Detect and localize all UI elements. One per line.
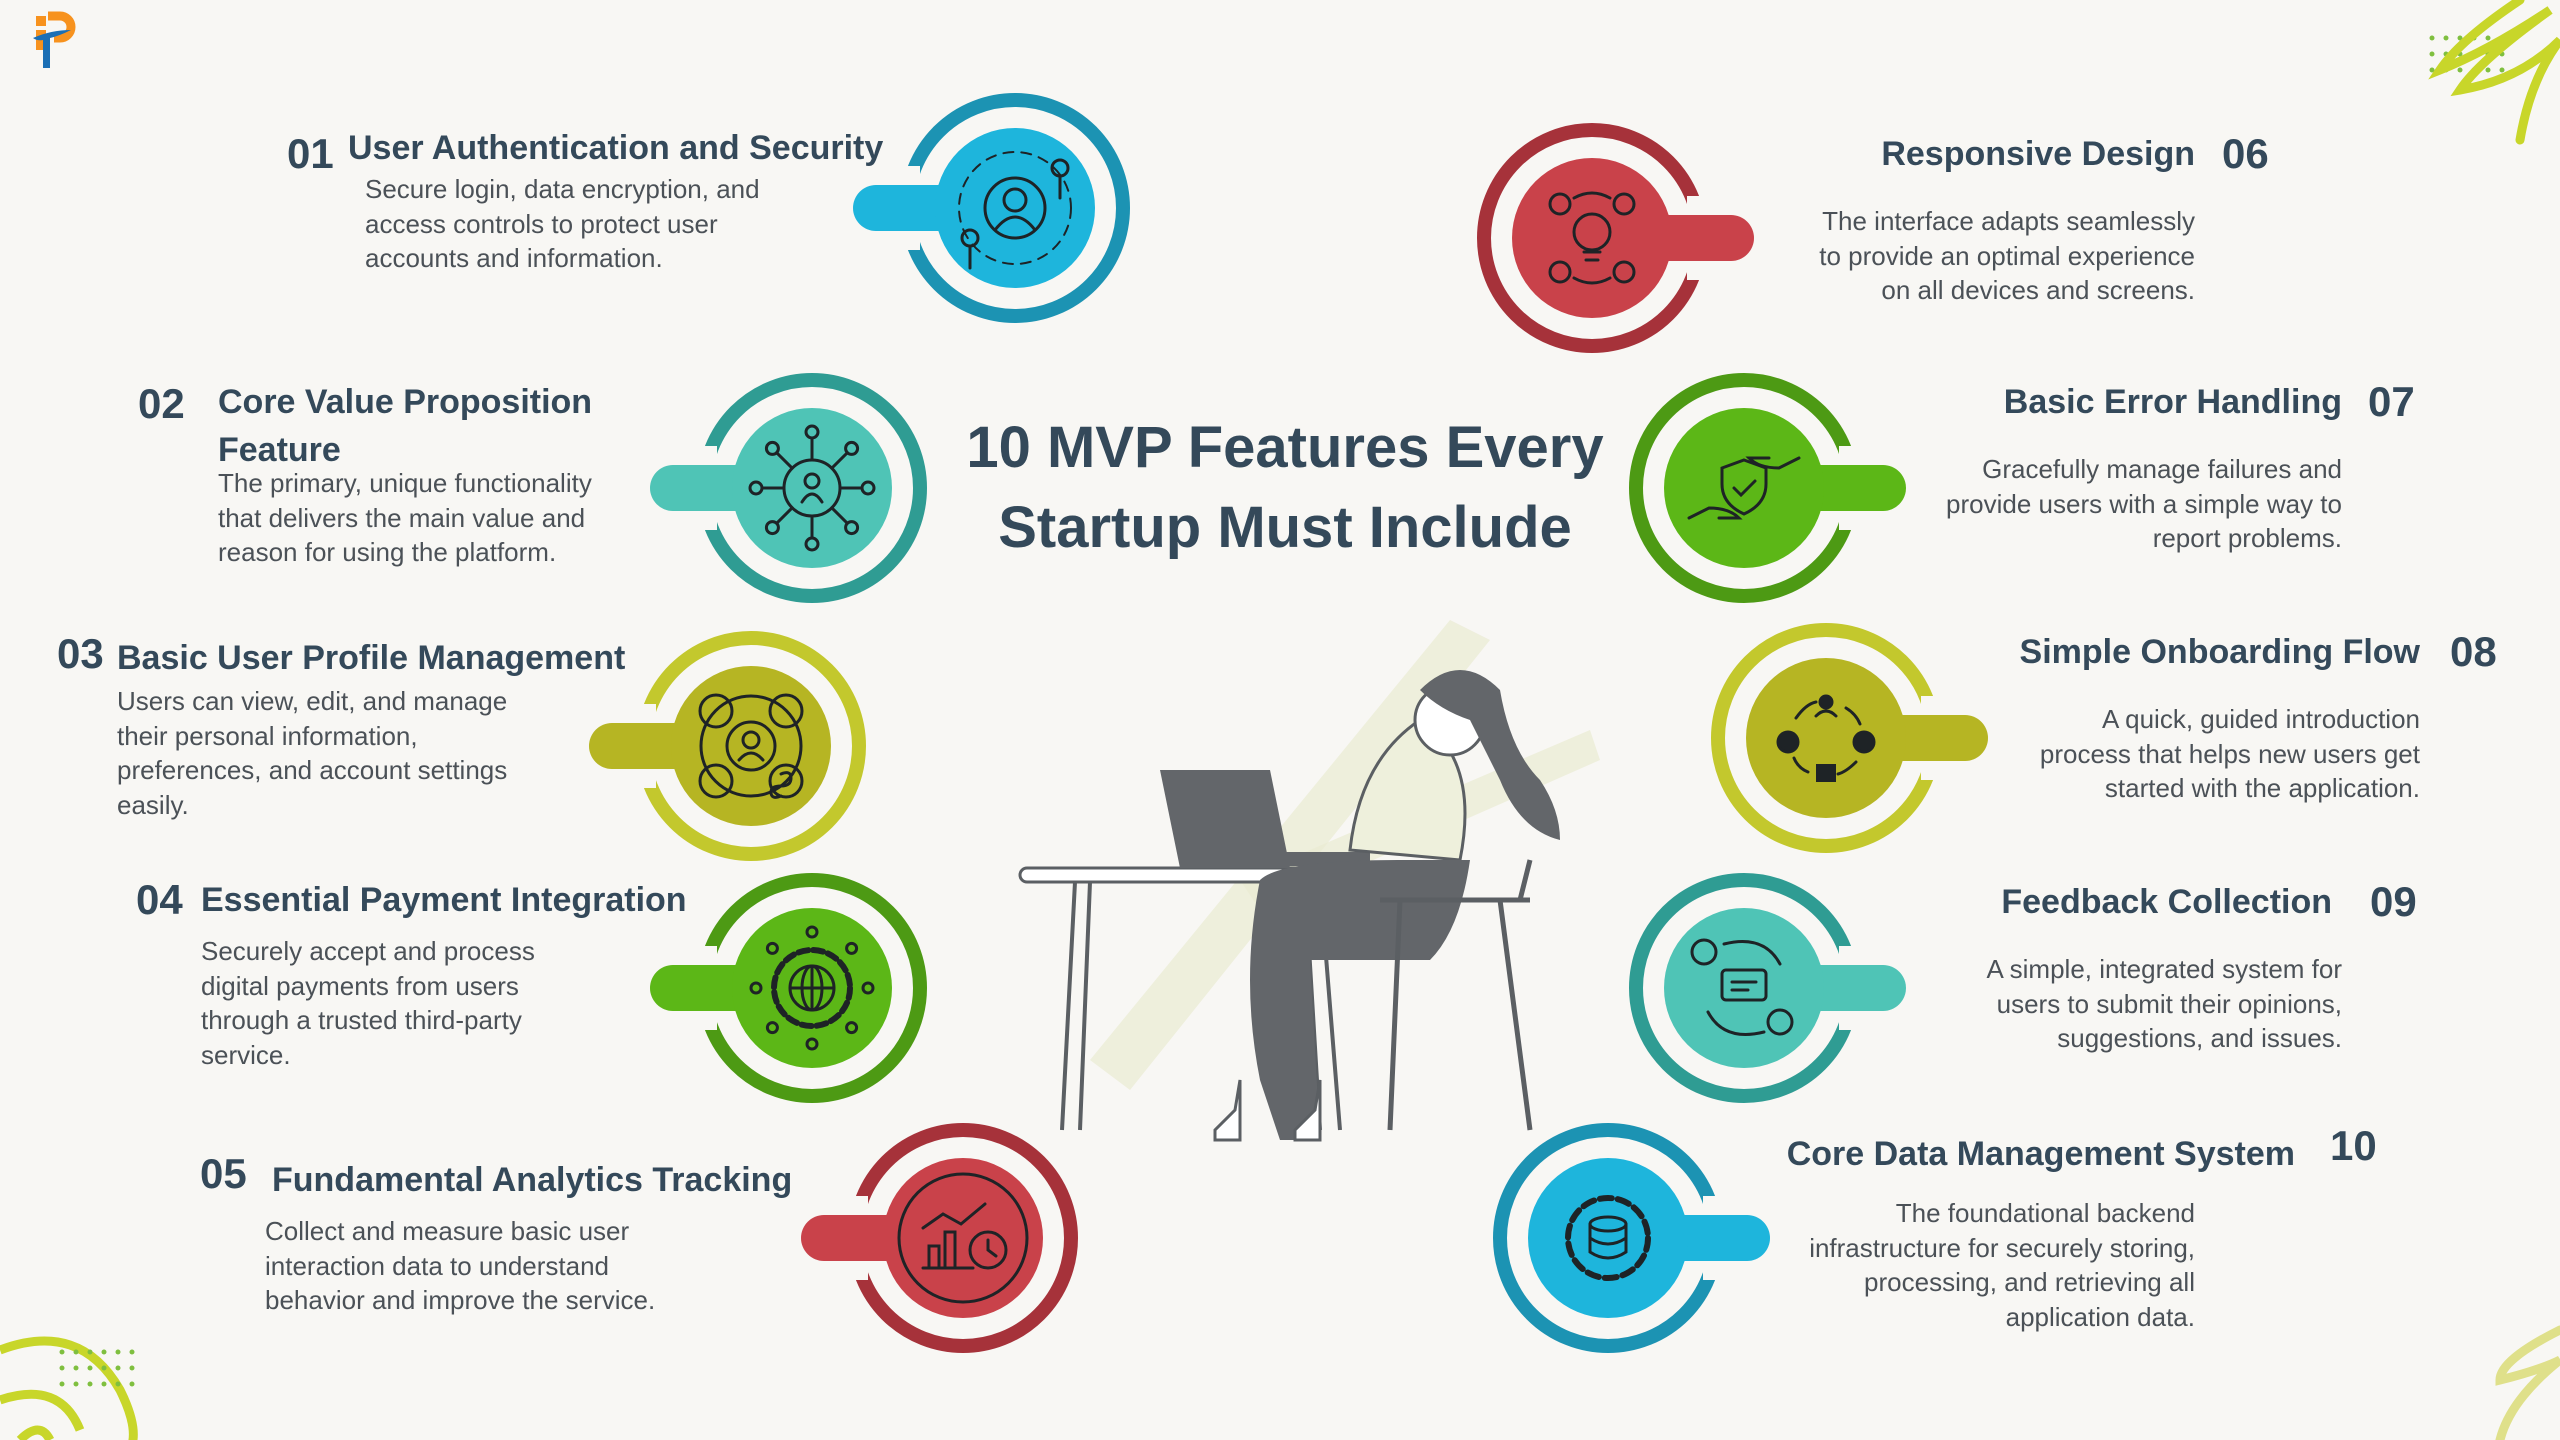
feature-number: 04	[136, 876, 183, 923]
description-line: The primary, unique functionality	[218, 468, 592, 498]
feature-description: Secure login, data encryption, and access…	[365, 172, 760, 276]
feature-title: Core Data Management System	[1786, 1135, 2295, 1173]
feature-number: 01	[287, 130, 334, 177]
feature-circle-05	[801, 1123, 1078, 1353]
shield-hands-icon	[1687, 456, 1801, 520]
description-line: processing, and retrieving all	[1864, 1267, 2195, 1297]
logo	[33, 11, 76, 68]
onboarding-cycle-icon	[1776, 694, 1876, 782]
description-line: preferences, and account settings	[117, 755, 508, 785]
feature-circle-04	[650, 873, 927, 1103]
feature-title: Simple Onboarding Flow	[2019, 633, 2420, 671]
database-gear-icon	[1565, 1195, 1651, 1281]
feature-circle-09	[1629, 873, 1906, 1103]
feature-number: 09	[2370, 878, 2417, 925]
description-line: on all devices and screens.	[1881, 275, 2195, 305]
feature-number: 08	[2450, 628, 2497, 675]
feature-title: Responsive Design	[1881, 135, 2195, 173]
main-title-line-1: 10 MVP Features Every	[966, 415, 1604, 480]
feature-description: Gracefully manage failures and provide us…	[1946, 452, 2342, 556]
feature-number: 03	[57, 630, 104, 677]
description-line: report problems.	[2152, 523, 2342, 553]
profile-settings-icon	[698, 693, 804, 799]
description-line: service.	[201, 1039, 291, 1070]
user-keys-icon	[958, 151, 1072, 270]
description-line: A simple, integrated system for	[1986, 954, 2342, 984]
feature-title: Fundamental Analytics Tracking	[272, 1161, 793, 1199]
feature-title: User Authentication and Security	[348, 129, 884, 167]
description-line: reason for using the platform.	[218, 537, 557, 567]
description-line: digital payments from users	[201, 970, 519, 1001]
feature-circle-03	[589, 631, 866, 861]
feature-circle-08	[1711, 623, 1988, 853]
decor-top-right	[2428, 0, 2560, 145]
description-line: accounts and information.	[365, 243, 663, 273]
feature-title: Basic User Profile Management	[117, 639, 626, 677]
feature-title: Feedback Collection	[2001, 883, 2332, 921]
description-line: started with the application.	[2104, 773, 2420, 803]
description-line: easily.	[117, 789, 189, 820]
description-line: Securely accept and process	[201, 936, 535, 966]
feature-number: 06	[2222, 130, 2269, 177]
feature-description: The foundational backend infrastructure f…	[1809, 1196, 2195, 1334]
feature-number: 02	[138, 380, 185, 427]
description-line: Collect and measure basic user	[265, 1216, 630, 1246]
feature-description: Securely accept and process digital payme…	[201, 934, 535, 1072]
description-line: suggestions, and issues.	[2057, 1023, 2342, 1053]
feature-description: Collect and measure basic user interactio…	[265, 1214, 655, 1318]
description-line: application data.	[2005, 1301, 2195, 1332]
main-title: 10 MVP Features Every Startup Must Inclu…	[900, 408, 1670, 568]
description-line: users to submit their opinions,	[1996, 988, 2342, 1019]
description-line: access controls to protect user	[365, 208, 718, 239]
feature-circle-02	[650, 373, 927, 603]
description-line: interaction data to understand	[265, 1250, 610, 1281]
description-line: behavior and improve the service.	[265, 1285, 656, 1315]
description-line: process that helps new users get	[2039, 738, 2420, 769]
feature-circle-06	[1477, 123, 1754, 353]
user-network-icon	[748, 424, 876, 552]
feature-description: The primary, unique functionality that de…	[218, 466, 592, 570]
description-line: Users can view, edit, and manage	[117, 686, 508, 716]
description-line: A quick, guided introduction	[2102, 704, 2420, 734]
description-line: Secure login, data encryption, and	[365, 174, 760, 204]
description-line: The interface adapts seamlessly	[1822, 206, 2195, 236]
main-title-line-2: Startup Must Include	[998, 495, 1572, 560]
description-line: Gracefully manage failures and	[1982, 454, 2342, 484]
globe-gear-icon	[749, 925, 875, 1051]
description-line: to provide an optimal experience	[1819, 240, 2195, 271]
description-line: through a trusted third-party	[201, 1005, 522, 1035]
feature-description: Users can view, edit, and manage their pe…	[117, 684, 507, 822]
description-line: infrastructure for securely storing,	[1809, 1232, 2195, 1263]
feature-description: The interface adapts seamlessly to provid…	[1819, 204, 2195, 308]
lightbulb-users-icon	[1548, 191, 1636, 285]
feature-description: A simple, integrated system for users to …	[1987, 952, 2342, 1056]
feature-number: 10	[2330, 1122, 2377, 1169]
description-line: provide users with a simple way to	[1946, 488, 2342, 519]
analytics-chart-icon	[897, 1172, 1029, 1304]
decor-bottom-right	[2495, 1325, 2560, 1440]
feature-number: 07	[2368, 378, 2415, 425]
feature-description: A quick, guided introduction process that…	[2040, 702, 2420, 806]
feature-circle-07	[1629, 373, 1906, 603]
decor-bottom-left	[0, 1336, 138, 1440]
feature-title: Core Value Proposition Feature	[218, 383, 593, 469]
feature-title: Essential Payment Integration	[201, 881, 687, 919]
feature-title: Basic Error Handling	[2003, 383, 2342, 421]
description-line: that delivers the main value and	[218, 502, 586, 533]
woman-at-laptop-illustration	[1018, 620, 1600, 1142]
feature-circle-10	[1493, 1123, 1770, 1353]
feature-number: 05	[200, 1150, 247, 1197]
feature-circle-01	[853, 93, 1130, 323]
feedback-chat-icon	[1690, 938, 1794, 1036]
description-line: their personal information,	[117, 720, 418, 751]
description-line: The foundational backend	[1895, 1198, 2195, 1228]
